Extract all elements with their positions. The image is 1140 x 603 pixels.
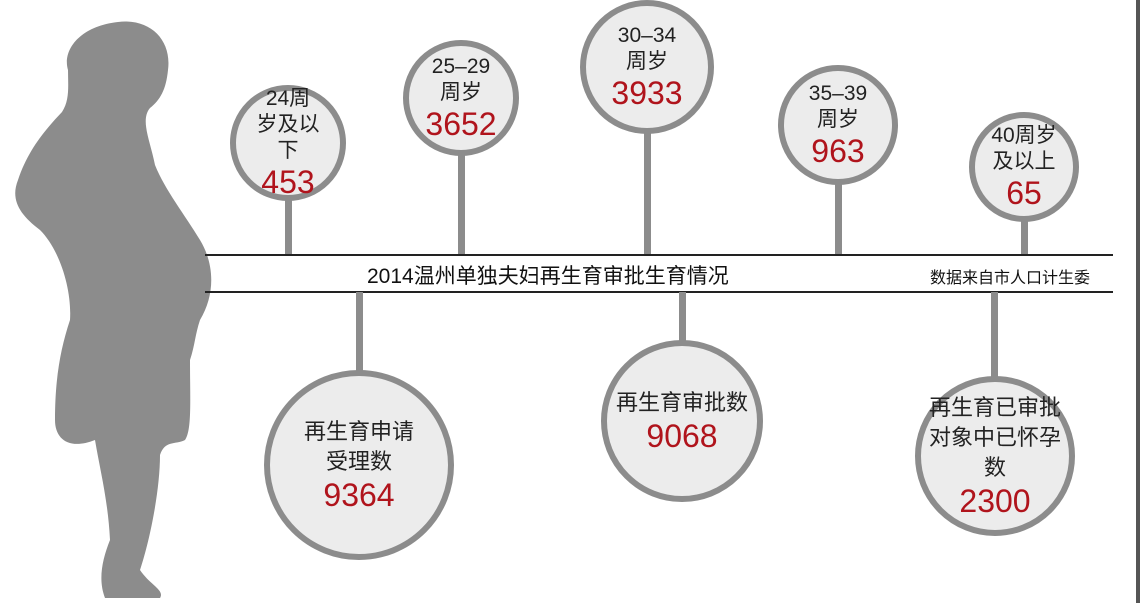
right-edge-bar <box>1136 0 1140 603</box>
age-value: 3933 <box>611 75 683 111</box>
pregnant-woman-silhouette <box>15 21 212 599</box>
age-value: 963 <box>811 133 865 169</box>
age-circle-40-above: 40周岁及以上 65 <box>969 112 1079 222</box>
age-circle-30-34: 30–34周岁 3933 <box>580 0 714 134</box>
chart-title: 2014温州单独夫妇再生育审批生育情况 <box>367 265 729 288</box>
pregnant-circle: 再生育已审批对象中已怀孕数 2300 <box>915 376 1075 536</box>
total-value: 9068 <box>646 418 718 454</box>
stem <box>991 292 998 380</box>
age-value: 65 <box>1006 175 1042 211</box>
approvals-circle: 再生育审批数 9068 <box>601 340 763 502</box>
stem <box>285 195 292 254</box>
age-label: 40周岁及以上 <box>991 124 1057 173</box>
total-value: 2300 <box>959 483 1031 519</box>
title-line-bottom <box>205 291 1113 293</box>
total-label: 再生育已审批对象中已怀孕数 <box>928 395 1061 480</box>
age-value: 3652 <box>425 106 497 142</box>
stem <box>835 180 842 254</box>
total-label: 再生育审批数 <box>615 390 748 415</box>
age-circle-25-29: 25–29周岁 3652 <box>403 40 519 156</box>
applications-circle: 再生育申请受理数 9364 <box>264 370 454 560</box>
total-label: 再生育申请受理数 <box>303 419 414 474</box>
stem <box>1021 215 1028 254</box>
data-source: 数据来自市人口计生委 <box>930 270 1091 287</box>
age-label: 24周岁及以下 <box>256 87 320 162</box>
stem <box>356 292 363 374</box>
age-circle-24-below: 24周岁及以下 453 <box>230 85 346 201</box>
stem <box>644 130 651 254</box>
age-label: 35–39周岁 <box>808 82 868 131</box>
stem <box>679 292 686 342</box>
total-value: 9364 <box>323 477 395 513</box>
age-label: 30–34周岁 <box>617 24 677 73</box>
age-value: 453 <box>261 164 315 200</box>
title-line-top <box>205 254 1113 256</box>
age-circle-35-39: 35–39周岁 963 <box>778 65 898 185</box>
age-label: 25–29周岁 <box>431 55 491 104</box>
stem <box>458 150 465 254</box>
